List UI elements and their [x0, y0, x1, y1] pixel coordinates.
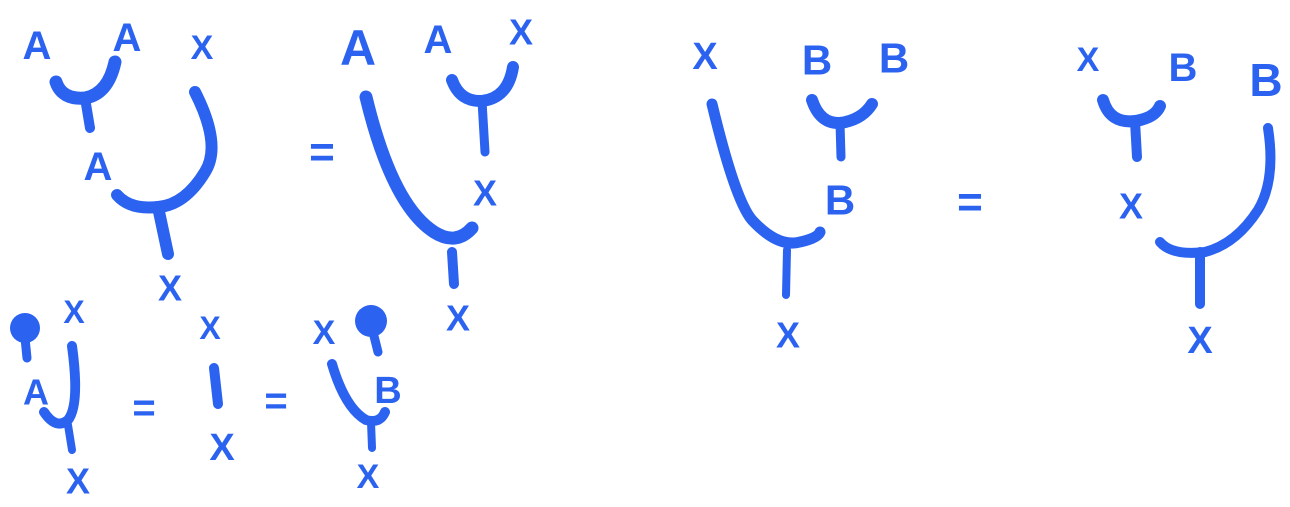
cap-x-b	[706, 98, 826, 249]
eq3-identity: X X	[199, 310, 235, 469]
stem-in	[367, 418, 376, 452]
cup-a-x	[446, 61, 519, 108]
unit-dot	[10, 313, 40, 343]
label-b: B	[879, 35, 909, 82]
eq3-a-unit: X A X	[10, 294, 90, 502]
label-x: X	[209, 427, 235, 469]
label-x: X	[1077, 41, 1100, 79]
identity-strand	[209, 363, 223, 409]
label-a: A	[113, 16, 142, 60]
cup-a-a	[49, 55, 122, 105]
stem-out	[64, 421, 76, 454]
label-b: B	[374, 370, 401, 412]
eq1-rhs: A A X X X	[340, 12, 533, 339]
label-a: A	[23, 24, 52, 68]
label-x: X	[473, 173, 497, 214]
unit-stem	[20, 333, 32, 363]
equals-sign: =	[957, 178, 983, 227]
label-x: X	[1187, 320, 1213, 362]
label-x: X	[357, 458, 380, 496]
cup-a-ax	[359, 90, 479, 245]
label-b: B	[802, 37, 832, 84]
stem	[1130, 116, 1142, 162]
label-b: B	[825, 177, 855, 224]
counit-stem	[368, 327, 383, 357]
eq2-rhs: X B B X X	[1077, 41, 1283, 362]
stem	[477, 96, 490, 157]
label-b: B	[1249, 54, 1282, 106]
label-x: X	[446, 298, 470, 339]
cap-x-b	[327, 359, 390, 426]
label-x: X	[509, 12, 533, 53]
eq2-lhs: X B B B X	[692, 35, 909, 356]
label-x: X	[199, 310, 221, 346]
label-x: X	[158, 268, 182, 309]
eq3-b-unit: X B X	[313, 305, 402, 496]
label-b: B	[1169, 46, 1198, 90]
label-x: X	[66, 461, 90, 502]
label-x: X	[313, 314, 336, 352]
equals-sign: =	[264, 379, 287, 423]
equals-sign: =	[132, 386, 155, 430]
stem	[835, 118, 846, 162]
label-x: X	[191, 29, 214, 67]
cap-xb-b	[1155, 123, 1276, 258]
stem	[80, 93, 95, 133]
label-a: A	[424, 18, 453, 62]
label-x: X	[1119, 186, 1143, 227]
label-a: A	[340, 20, 376, 76]
equals-sign: =	[309, 128, 335, 177]
stem-out	[447, 247, 459, 289]
label-x: X	[776, 315, 800, 356]
cup-a-x	[111, 86, 218, 214]
label-x: X	[692, 36, 718, 78]
cup-a-x	[39, 341, 81, 429]
eq1-lhs: A A X A X	[23, 16, 218, 309]
label-x: X	[63, 294, 85, 330]
stem-in	[782, 246, 791, 299]
counit-dot	[355, 305, 387, 337]
label-a: A	[84, 145, 113, 189]
stem-out	[152, 201, 174, 260]
label-a: A	[23, 372, 49, 413]
